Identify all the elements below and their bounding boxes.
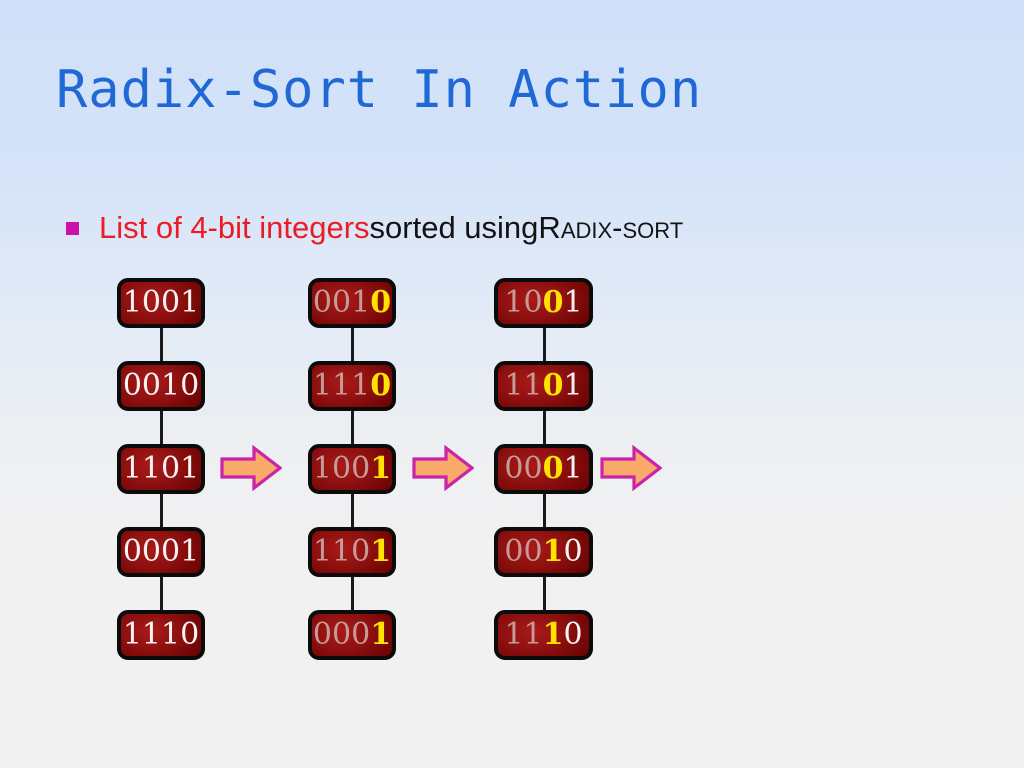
digit: 1 xyxy=(141,617,161,652)
algorithm-name-rest: ADIX-SORT xyxy=(560,210,684,245)
digit-dimmed: 1 xyxy=(332,534,352,569)
digit-highlighted: 0 xyxy=(370,285,392,320)
digit-dimmed: 1 xyxy=(523,617,543,652)
bullet-text-connector: sorted using xyxy=(369,210,539,245)
digit: 0 xyxy=(563,534,583,569)
digit-dimmed: 0 xyxy=(312,285,333,320)
digit-highlighted: 1 xyxy=(542,534,564,569)
digit-dimmed: 0 xyxy=(523,534,543,569)
digit-dimmed: 0 xyxy=(351,451,371,486)
digit: 0 xyxy=(161,534,181,569)
digit-highlighted: 0 xyxy=(542,368,564,403)
digit-highlighted: 1 xyxy=(370,451,392,486)
digit: 1 xyxy=(563,368,583,403)
digit-dimmed: 1 xyxy=(504,368,524,403)
bullet-text-red: List of 4-bit integers xyxy=(99,210,370,245)
digit: 1 xyxy=(161,368,181,403)
digit: 1 xyxy=(180,534,200,569)
digit-dimmed: 1 xyxy=(351,285,371,320)
digit-dimmed: 1 xyxy=(504,285,524,320)
digit-highlighted: 1 xyxy=(370,617,392,652)
digit: 0 xyxy=(122,368,142,403)
digit: 1 xyxy=(122,451,142,486)
digit: 0 xyxy=(141,534,161,569)
digit-dimmed: 0 xyxy=(523,451,543,486)
digit: 0 xyxy=(161,285,181,320)
digit: 1 xyxy=(180,451,200,486)
digit: 0 xyxy=(141,285,161,320)
digit: 1 xyxy=(122,285,142,320)
digit-highlighted: 1 xyxy=(542,617,564,652)
algorithm-name-lead: R xyxy=(538,210,561,245)
bullet-line: List of 4-bit integers sorted using RADI… xyxy=(66,210,683,246)
digit: 1 xyxy=(563,451,583,486)
digit: 0 xyxy=(122,534,142,569)
arrow-step-2-icon xyxy=(412,444,475,492)
digit: 1 xyxy=(180,285,200,320)
digit-dimmed: 1 xyxy=(312,451,333,486)
digit-dimmed: 1 xyxy=(332,368,352,403)
digit-dimmed: 0 xyxy=(351,617,371,652)
digit-dimmed: 0 xyxy=(332,617,352,652)
digit: 1 xyxy=(563,285,583,320)
digit-dimmed: 0 xyxy=(332,285,352,320)
digit-highlighted: 0 xyxy=(542,451,564,486)
arrow-step-1-icon xyxy=(220,444,283,492)
digit-dimmed: 0 xyxy=(351,534,371,569)
digit-dimmed: 0 xyxy=(312,617,333,652)
digit: 0 xyxy=(180,368,200,403)
digit-dimmed: 0 xyxy=(523,285,543,320)
digit: 0 xyxy=(180,617,200,652)
digit-dimmed: 1 xyxy=(351,368,371,403)
digit-highlighted: 1 xyxy=(370,534,392,569)
digit: 1 xyxy=(122,617,142,652)
arrow-step-3-icon xyxy=(600,444,663,492)
digit: 1 xyxy=(141,451,161,486)
digit-dimmed: 1 xyxy=(523,368,543,403)
page-title: Radix-Sort In Action xyxy=(56,60,703,120)
digit-dimmed: 0 xyxy=(504,534,524,569)
digit-highlighted: 0 xyxy=(370,368,392,403)
digit-dimmed: 0 xyxy=(504,451,524,486)
digit-dimmed: 1 xyxy=(504,617,524,652)
digit: 1 xyxy=(161,617,181,652)
square-bullet-icon xyxy=(66,222,79,236)
digit: 0 xyxy=(161,451,181,486)
digit: 0 xyxy=(563,617,583,652)
digit-dimmed: 1 xyxy=(312,534,333,569)
digit-dimmed: 1 xyxy=(312,368,333,403)
digit-highlighted: 0 xyxy=(542,285,564,320)
digit: 0 xyxy=(141,368,161,403)
digit-dimmed: 0 xyxy=(332,451,352,486)
